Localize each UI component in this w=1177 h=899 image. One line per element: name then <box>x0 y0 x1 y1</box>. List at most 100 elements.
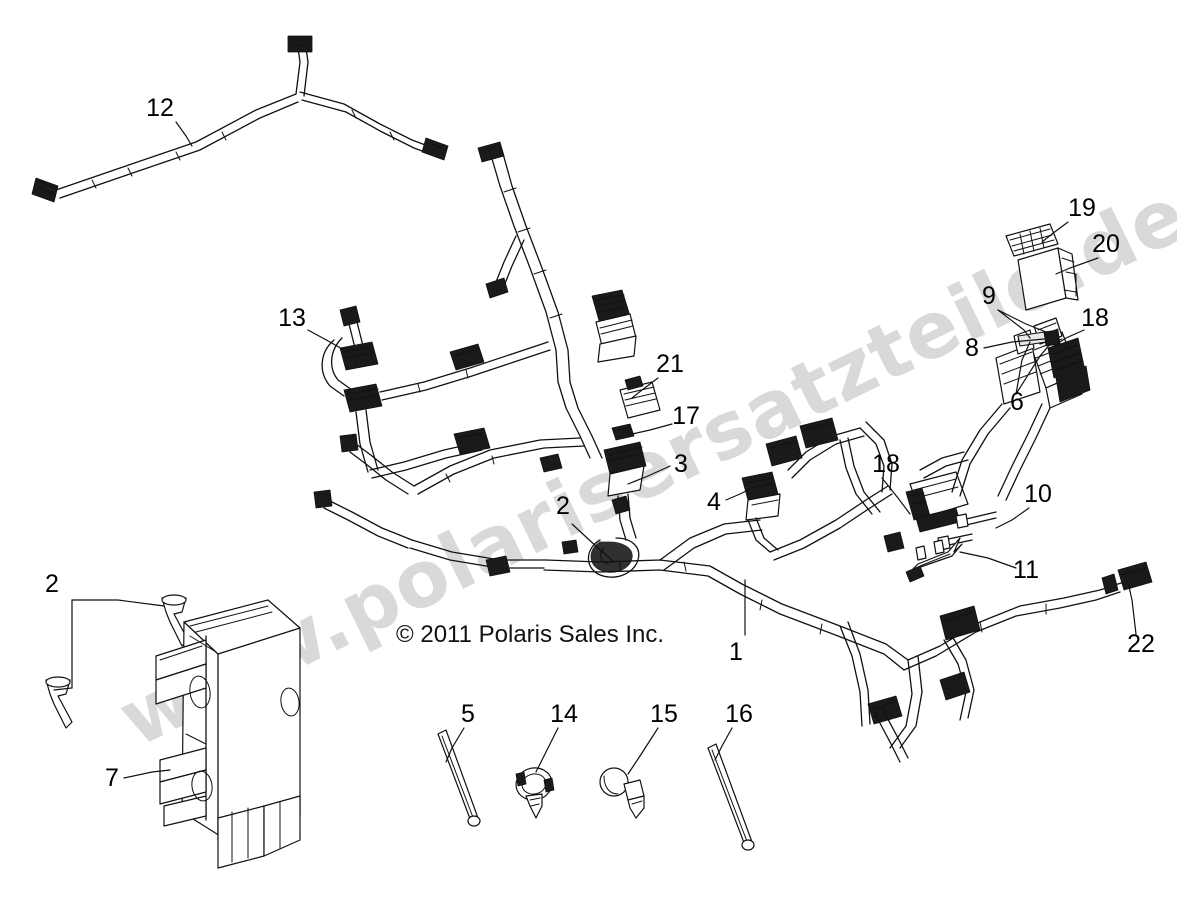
callout-10[interactable]: 9 <box>982 282 1047 339</box>
callout-21-label: 20 <box>1092 230 1120 258</box>
callout-5-label: 4 <box>707 488 721 516</box>
callout-18-leader <box>631 423 673 435</box>
callout-7-leader-b <box>1015 341 1053 395</box>
callout-8[interactable]: 7 <box>105 764 171 792</box>
callout-17[interactable]: 16 <box>714 700 753 761</box>
callout-13-label: 12 <box>146 94 174 122</box>
callout-10-leader-b <box>997 309 1031 339</box>
part-hose-clamp-large <box>515 767 555 819</box>
callout-3[interactable]: 2 <box>556 492 615 563</box>
callout-22-leader <box>631 377 659 399</box>
harness-bottom-right <box>839 531 1153 763</box>
callout-11-label: 10 <box>1024 480 1052 508</box>
part-main-harness-trunk <box>543 519 909 671</box>
callout-19-leader <box>881 477 911 515</box>
callout-7[interactable]: 6 <box>1010 341 1053 416</box>
callout-15[interactable]: 14 <box>535 700 578 773</box>
callout-10-label: 9 <box>982 282 996 310</box>
part-module-22 <box>619 375 661 419</box>
callout-13[interactable]: 12 <box>146 94 193 147</box>
callout-19[interactable]: 18 <box>872 450 911 515</box>
callout-17-label: 16 <box>725 700 753 728</box>
callout-9-label: 8 <box>965 334 979 362</box>
callout-23-leader <box>1127 581 1137 635</box>
callout-2[interactable]: 2 <box>45 570 165 691</box>
callout-18-right[interactable]: 18 <box>1053 304 1109 347</box>
callout-4-leader <box>627 465 671 485</box>
callout-21-leader <box>1055 257 1099 275</box>
callout-22[interactable]: 21 <box>631 350 684 399</box>
part-connector-5 <box>741 471 781 553</box>
callout-23[interactable]: 22 <box>1127 581 1155 658</box>
copyright-notice: © 2011 Polaris Sales Inc. <box>396 621 664 648</box>
callout-18[interactable]: 17 <box>631 402 700 435</box>
callout-2-label: 2 <box>45 570 59 598</box>
part-branch-connector-group <box>321 305 551 479</box>
callout-6-label: 5 <box>461 700 475 728</box>
part-relay-module-19 <box>905 451 969 533</box>
callout-6[interactable]: 5 <box>445 700 475 763</box>
part-connector-block-4 <box>587 441 647 578</box>
part-fuse-box-cover <box>1017 247 1079 311</box>
callout-14[interactable]: 13 <box>278 304 345 351</box>
callout-6-leader <box>445 727 465 763</box>
callout-9[interactable]: 8 <box>965 334 1045 362</box>
part-fuse-box-assembly <box>951 317 1091 501</box>
callout-1-label: 1 <box>729 638 743 666</box>
part-terminal-pin-set <box>937 511 997 551</box>
part-fuse-label-decal <box>1005 223 1059 257</box>
callout-14-label: 13 <box>278 304 306 332</box>
callout-20-label: 19 <box>1068 194 1096 222</box>
callout-19-label: 18 <box>872 450 900 478</box>
callout-7-label: 6 <box>1010 388 1024 416</box>
callout-3-label: 2 <box>556 492 570 520</box>
callout-1[interactable]: 1 <box>729 579 746 666</box>
callout-11[interactable]: 10 <box>995 480 1052 529</box>
callout-20-leader <box>1041 221 1069 243</box>
part-ecu-module <box>155 599 301 869</box>
callout-18-right-leader <box>1053 329 1085 347</box>
callout-2-leader-b <box>53 599 73 691</box>
callout-8-leader <box>123 769 171 779</box>
harness-right-web <box>765 417 893 561</box>
callout-14-leader <box>307 329 345 351</box>
callout-12-label: 11 <box>1013 556 1039 584</box>
callout-8-label: 7 <box>105 764 119 792</box>
callout-16[interactable]: 15 <box>627 700 678 775</box>
callout-10-leader <box>997 309 1047 333</box>
callout-5[interactable]: 4 <box>707 488 749 516</box>
callout-3-leader <box>571 523 615 563</box>
part-cable-tie-short <box>707 743 755 851</box>
part-terminal-blade <box>905 537 963 583</box>
callout-12[interactable]: 11 <box>959 551 1039 584</box>
callout-15-label: 14 <box>550 700 578 728</box>
callout-9-leader <box>983 338 1045 349</box>
part-cable-tie-long <box>437 729 481 827</box>
callout-23-label: 22 <box>1127 630 1155 658</box>
harness-mid-band <box>409 427 585 577</box>
callout-4-label: 3 <box>674 450 688 478</box>
callout-4[interactable]: 3 <box>627 450 688 485</box>
part-cable-clip-center <box>611 423 635 441</box>
callout-22-label: 21 <box>656 350 684 378</box>
callout-2-leader <box>71 599 165 607</box>
harness-left-spurs <box>313 433 415 549</box>
harness-upper-trunk <box>477 141 603 459</box>
callout-20[interactable]: 19 <box>1041 194 1096 243</box>
callout-15-leader <box>535 727 559 773</box>
part-auxiliary-harness <box>31 35 449 203</box>
part-push-rivet-lower <box>45 676 73 729</box>
part-ignition-module <box>591 289 637 363</box>
part-hose-clamp-small <box>599 767 645 819</box>
callout-17-leader <box>714 727 733 761</box>
callout-11-leader <box>995 507 1030 529</box>
callout-12-leader <box>959 551 1017 569</box>
callout-21[interactable]: 20 <box>1055 230 1120 275</box>
callout-7-leader <box>1015 341 1031 395</box>
callout-5-leader <box>725 489 749 501</box>
callout-18-right-label: 18 <box>1081 304 1109 332</box>
callout-18-label: 17 <box>672 402 700 430</box>
